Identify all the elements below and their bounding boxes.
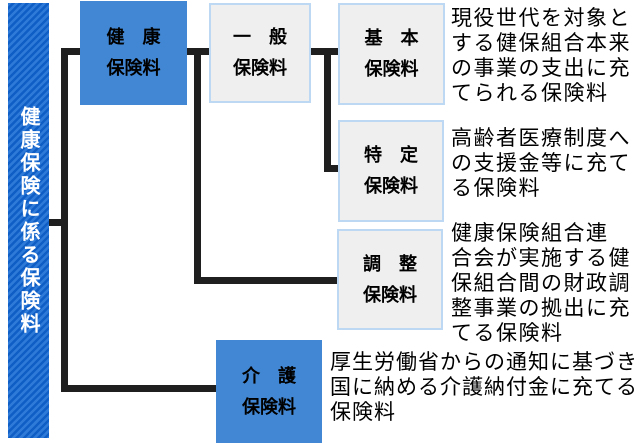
connector-chosei-horizontal — [194, 277, 337, 284]
connector-tokutei-horizontal — [324, 165, 338, 172]
node-kihon-hokenryo: 基 本 保険料 — [338, 3, 445, 105]
node-kenko-hokenryo: 健 康 保険料 — [80, 1, 187, 105]
root-node-health-insurance-premiums: 健康保険に係る保険料 — [8, 3, 49, 438]
connector-root-stub — [48, 219, 62, 226]
node-kaigo-hokenryo: 介 護 保険料 — [216, 340, 322, 443]
node-kenko-label: 健 康 保険料 — [106, 27, 161, 78]
node-tokutei-label: 特 定 保険料 — [364, 145, 418, 196]
node-tokutei-hokenryo: 特 定 保険料 — [338, 120, 444, 222]
description-kaigo-hokenryo: 厚生労働省からの通知に基づき 国に納める介護納付金に充てる 保険料 — [330, 351, 638, 424]
connector-chosei-vertical — [194, 48, 201, 284]
node-kaigo-label: 介 護 保険料 — [242, 365, 296, 417]
description-chosei-hokenryo: 健康保険組合連 合会が実施する健 保組合間の財政調 整事業の拠出に充 てる保険料 — [451, 222, 631, 345]
description-tokutei-hokenryo: 高齢者医療制度へ の支援金等に充て る保険料 — [451, 127, 631, 200]
connector-kaigo-horizontal — [61, 385, 216, 392]
node-chosei-label: 調 整 保険料 — [363, 253, 417, 305]
description-kihon-hokenryo: 現役世代を対象と する健保組合本来 の事業の支出に充 てられる保険料 — [451, 7, 631, 105]
node-chosei-hokenryo: 調 整 保険料 — [337, 229, 443, 330]
node-kihon-label: 基 本 保険料 — [364, 28, 419, 79]
connector-main-vertical — [61, 48, 68, 392]
node-ippan-hokenryo: 一 般 保険料 — [209, 3, 311, 103]
node-ippan-label: 一 般 保険料 — [233, 27, 287, 78]
connector-tokutei-vertical — [324, 48, 331, 172]
root-node-label: 健康保険に係る保険料 — [17, 105, 39, 336]
connector-kenko-horizontal — [61, 48, 80, 55]
